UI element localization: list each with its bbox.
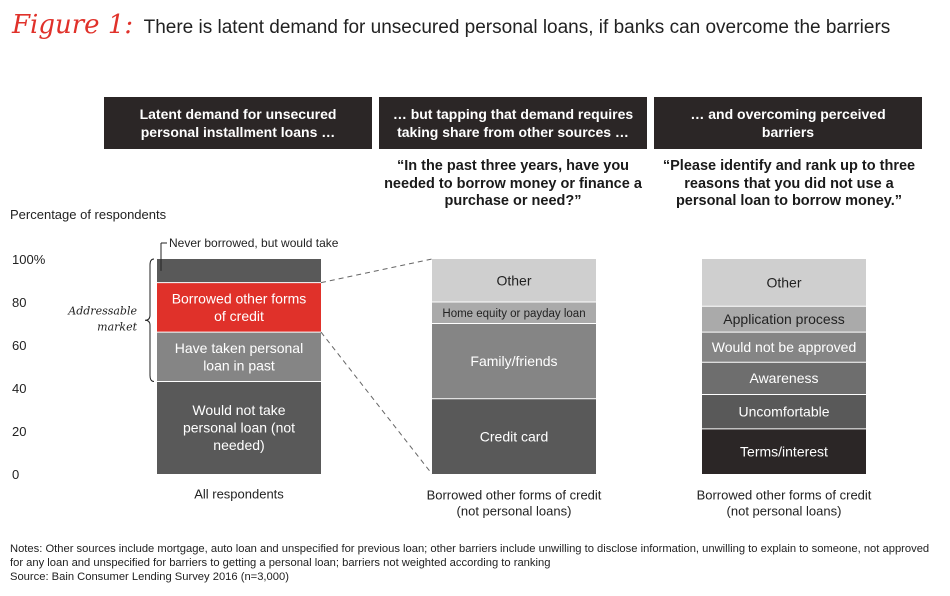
category-label: Borrowed other forms of credit(not perso… xyxy=(697,487,872,518)
notes-text: Notes: Other sources include mortgage, a… xyxy=(10,543,930,569)
segment-label: Family/friends xyxy=(470,353,557,369)
segment-label: Credit card xyxy=(480,428,548,444)
header-taking-share: … but tapping that demand requires takin… xyxy=(379,97,647,149)
header-barriers: … and overcoming perceived barriers xyxy=(654,97,922,149)
bar-segment xyxy=(702,428,866,474)
segment-label: Terms/interest xyxy=(740,443,828,459)
addressable-market-bracket xyxy=(144,258,155,383)
bar-segment xyxy=(702,394,866,429)
question-reasons: “Please identify and rank up to three re… xyxy=(662,158,916,209)
figure-label: Figure 1: xyxy=(12,10,134,40)
segment-label: Would not be approved xyxy=(712,339,857,355)
header-latent-demand: Latent demand for unsecured personal ins… xyxy=(104,97,372,149)
bar-segment xyxy=(432,323,596,399)
bar-segment xyxy=(432,398,596,474)
connector-bottom xyxy=(320,331,433,475)
bar-segment xyxy=(157,381,321,474)
segment-label: Other xyxy=(766,275,801,291)
segment-label: Other xyxy=(496,272,531,288)
bar-segment xyxy=(702,362,866,395)
y-tick-label: 60 xyxy=(12,338,26,353)
y-tick-label: 100% xyxy=(12,252,46,267)
y-tick-label: 0 xyxy=(12,467,19,482)
connector-top xyxy=(320,258,433,284)
notes-block: Notes: Other sources include mortgage, a… xyxy=(10,542,940,584)
category-label: Borrowed other forms of credit(not perso… xyxy=(427,487,602,518)
y-tick-label: 80 xyxy=(12,295,26,310)
bar-segment xyxy=(432,259,596,302)
bar-segment xyxy=(157,259,321,283)
segment-label: Uncomfortable xyxy=(738,404,829,420)
source-text: Source: Bain Consumer Lending Survey 201… xyxy=(10,571,289,583)
bar-segment xyxy=(702,332,866,363)
bar-segment xyxy=(157,282,321,333)
stacked-bar-chart: Percentage of respondents 0 20 40 60 80 100% Wo… xyxy=(10,207,872,519)
bar-segment xyxy=(702,259,866,307)
bar-segment xyxy=(702,306,866,333)
segment-label: Application process xyxy=(723,311,844,327)
callout-label: Never borrowed, but would take xyxy=(169,236,339,250)
bar-segment xyxy=(157,332,321,382)
segment-label: Awareness xyxy=(749,370,818,386)
category-label: All respondents xyxy=(194,487,284,502)
figure-title: Figure 1: There is latent demand for uns… xyxy=(12,10,890,40)
question-borrow: “In the past three years, have you neede… xyxy=(384,158,642,209)
y-axis-label: Percentage of respondents xyxy=(10,207,167,222)
figure-title-text: There is latent demand for unsecured per… xyxy=(143,17,891,38)
y-tick-label: 40 xyxy=(12,381,26,396)
bar-segment xyxy=(432,302,596,324)
y-tick-label: 20 xyxy=(12,424,26,439)
segment-label: Home equity or payday loan xyxy=(442,308,585,320)
